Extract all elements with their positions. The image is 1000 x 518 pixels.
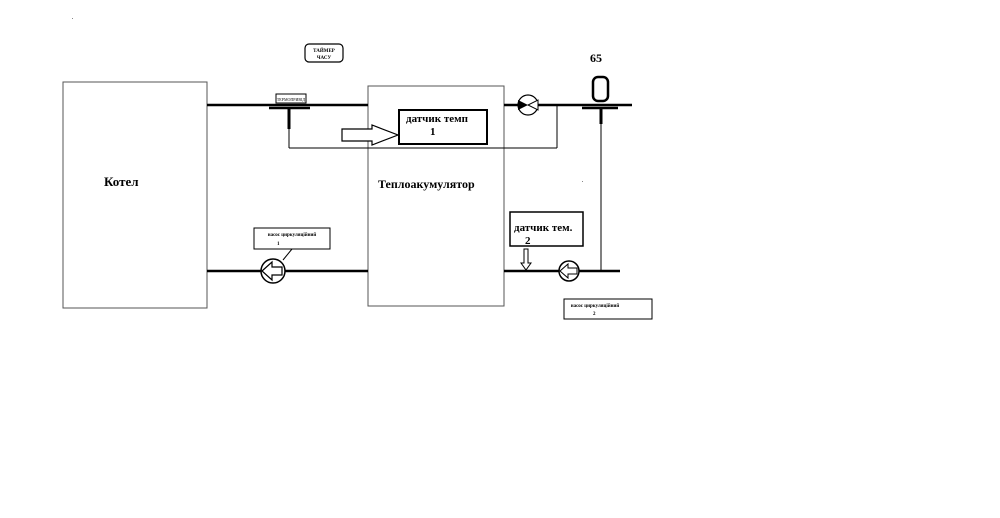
temperature-value: 65 <box>590 51 602 65</box>
pump1-label: насос циркуляційний <box>268 233 317 238</box>
sensor1-number: 1 <box>430 126 436 138</box>
speck <box>582 181 583 182</box>
flow-arrow <box>341 124 400 146</box>
mixing-valve-icon <box>517 94 539 116</box>
sensor2-box <box>509 211 584 247</box>
sensor1-label: датчик темп <box>406 113 469 125</box>
pump1-callout-line <box>282 248 293 261</box>
boiler-box <box>62 81 208 309</box>
pump1-label-box <box>253 227 331 250</box>
pump2-icon <box>558 260 580 282</box>
thermostat-label: ТЕРМОПРИВІД <box>277 97 306 102</box>
pump2-number: 2 <box>593 312 596 317</box>
timer-label-line1: ТАЙМЕР <box>313 48 335 54</box>
boiler-label: Котел <box>104 174 139 189</box>
pump2-label: насос циркуляційний <box>571 304 620 309</box>
timer-box <box>304 43 344 63</box>
speck <box>72 18 73 19</box>
accumulator-label: Теплоакумулятор <box>378 177 475 191</box>
pump1-number: 1 <box>277 242 280 247</box>
thermostat-box <box>275 93 307 104</box>
sensor2-down-arrow <box>520 248 532 271</box>
sensor2-label: датчик тем. <box>514 222 573 234</box>
timer-label-line2: ЧАСУ <box>317 56 332 61</box>
pump1-icon <box>260 258 286 284</box>
sensor2-number: 2 <box>525 235 531 247</box>
sensor1-box <box>398 109 488 145</box>
pump2-label-box <box>563 298 653 320</box>
thermometer-icon <box>591 75 610 103</box>
